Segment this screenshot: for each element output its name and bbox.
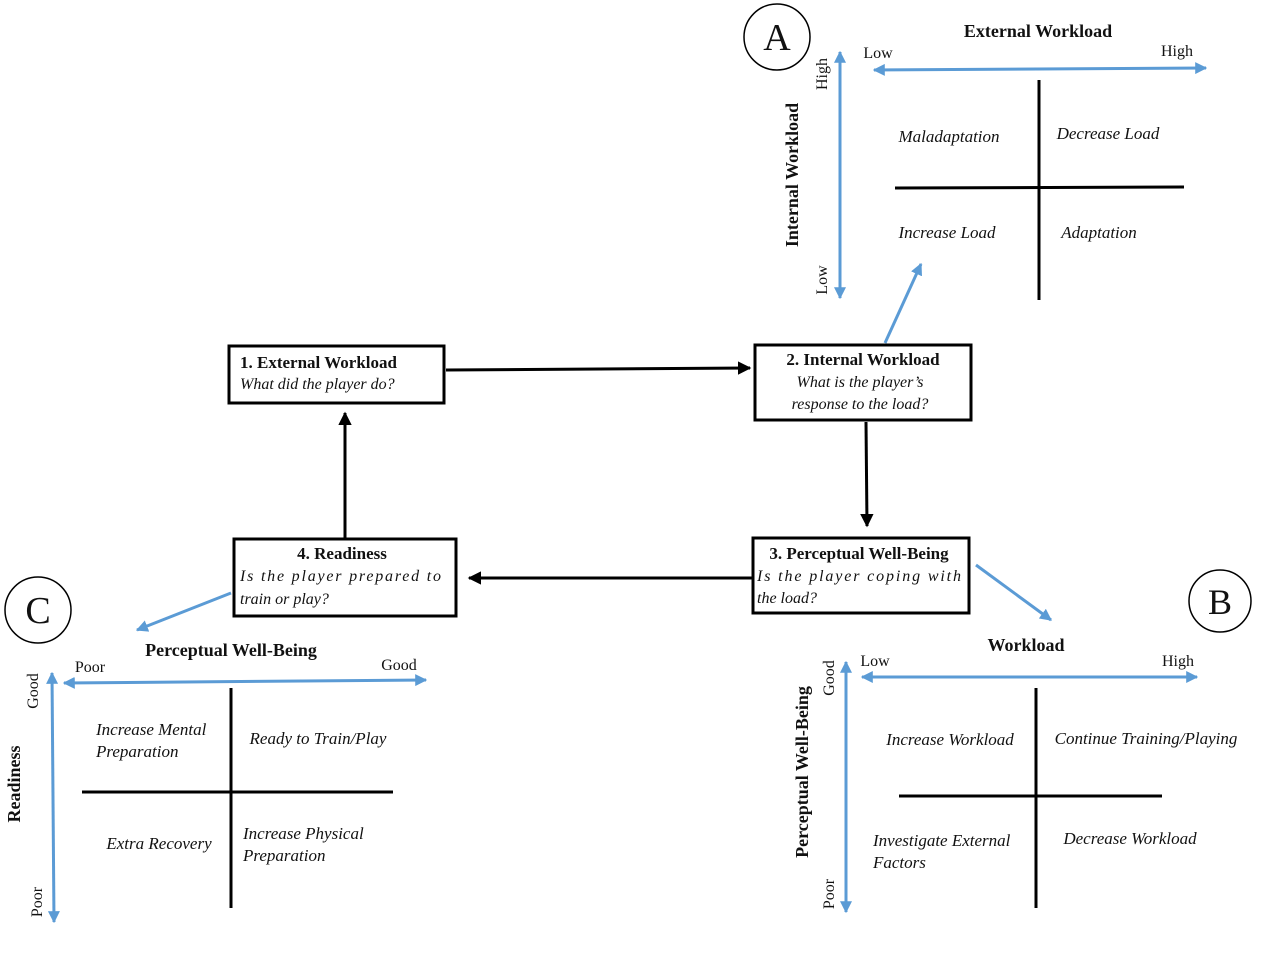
- arrow-external-to-internal: [445, 361, 752, 375]
- box-perceptual-wellbeing: 3. Perceptual Well-Being Is the player c…: [751, 536, 971, 615]
- panel-c-x-poor: Poor: [75, 659, 106, 676]
- box-readiness-question-line1: Is the player prepared to: [239, 568, 441, 585]
- panel-b-quadrant-bottom-right: Decrease Workload: [1062, 829, 1197, 848]
- panel-a: A External Workload Low High High Low In…: [743, 3, 1208, 300]
- panel-c-quadrant-bottom-right-line2: Preparation: [242, 846, 325, 865]
- panel-c-quadrant-bottom-right-line1: Increase Physical: [242, 824, 364, 843]
- panel-c-quadrant-top-left-line2: Preparation: [95, 742, 178, 761]
- panel-a-y-high: High: [814, 58, 831, 90]
- panel-a-quadrant-top-right: Decrease Load: [1056, 124, 1160, 143]
- panel-c-y-good: Good: [25, 673, 42, 709]
- panel-c-letter: C: [25, 590, 50, 632]
- panel-c-x-axis: [62, 674, 428, 689]
- panel-c-quadrant-bottom-left: Extra Recovery: [105, 834, 212, 853]
- panel-b-y-title: Perceptual Well-Being: [792, 686, 812, 858]
- panel-b-x-low: Low: [860, 653, 890, 670]
- arrow-internal-to-wellbeing: [860, 421, 874, 528]
- panel-b-letter-circle: [1188, 569, 1252, 633]
- panel-a-x-high: High: [1161, 43, 1193, 60]
- box-readiness-title: 4. Readiness: [297, 544, 387, 563]
- panel-c-quadrant-top-right: Ready to Train/Play: [249, 729, 387, 748]
- panel-a-x-title: External Workload: [964, 21, 1112, 41]
- panel-b-x-title: Workload: [987, 635, 1064, 655]
- panel-c-y-title: Readiness: [4, 745, 24, 822]
- panel-b-quadrant-bottom-left-line2: Factors: [872, 853, 926, 872]
- panel-b-x-high: High: [1162, 653, 1194, 670]
- panel-c-quadrant-top-left-line1: Increase Mental: [95, 720, 207, 739]
- panel-c-x-good: Good: [381, 657, 417, 674]
- arrow-to-panel-c: [135, 591, 232, 632]
- panel-b-y-good: Good: [821, 660, 838, 696]
- panel-b-quadrant-top-right: Continue Training/Playing: [1055, 729, 1238, 748]
- panel-a-x-axis: [872, 62, 1208, 76]
- box-wellbeing-question-line1: Is the player coping with: [756, 568, 961, 585]
- box-internal-workload: 2. Internal Workload What is the player’…: [753, 343, 973, 422]
- panel-a-letter-circle: [743, 3, 811, 71]
- panel-b-y-poor: Poor: [821, 878, 838, 909]
- box-internal-title: 2. Internal Workload: [786, 350, 940, 369]
- box-internal-question-line1: What is the player’s: [797, 374, 924, 391]
- box-internal-question-line2: response to the load?: [792, 396, 929, 413]
- box-readiness: 4. Readiness Is the player prepared to t…: [232, 537, 458, 618]
- panel-a-y-title: Internal Workload: [782, 103, 802, 247]
- panel-a-quadrant-bottom-left: Increase Load: [897, 223, 996, 242]
- panel-a-y-low: Low: [814, 265, 831, 295]
- arrow-to-panel-a: [883, 262, 923, 344]
- box-readiness-question-line2: train or play?: [240, 591, 329, 608]
- panel-c-letter-circle: [4, 576, 72, 644]
- panel-c-y-axis: [46, 671, 60, 924]
- panel-a-quadrant-bottom-right: Adaptation: [1060, 223, 1137, 242]
- panel-c: C Perceptual Well-Being Poor Good Good P…: [4, 576, 428, 924]
- panel-c-x-title: Perceptual Well-Being: [145, 640, 317, 660]
- panel-a-letter: A: [763, 17, 791, 59]
- panel-b-letter: B: [1208, 582, 1232, 622]
- panel-a-horizontal-divider: [894, 185, 1185, 190]
- box-external-workload: 1. External Workload What did the player…: [227, 344, 446, 405]
- box-wellbeing-title: 3. Perceptual Well-Being: [769, 544, 949, 563]
- panel-b-quadrant-top-left: Increase Workload: [885, 730, 1014, 749]
- arrow-to-panel-b: [975, 563, 1052, 622]
- panel-b: B Workload Low High Good Poor Perceptual…: [792, 569, 1252, 914]
- box-external-question: What did the player do?: [240, 376, 395, 393]
- box-wellbeing-question-line2: the load?: [757, 590, 817, 607]
- panel-a-quadrant-top-left: Maladaptation: [897, 127, 999, 146]
- panel-c-y-poor: Poor: [29, 886, 46, 917]
- panel-b-quadrant-bottom-left-line1: Investigate External: [872, 831, 1011, 850]
- panel-a-x-low: Low: [863, 45, 893, 62]
- box-external-title: 1. External Workload: [240, 353, 397, 372]
